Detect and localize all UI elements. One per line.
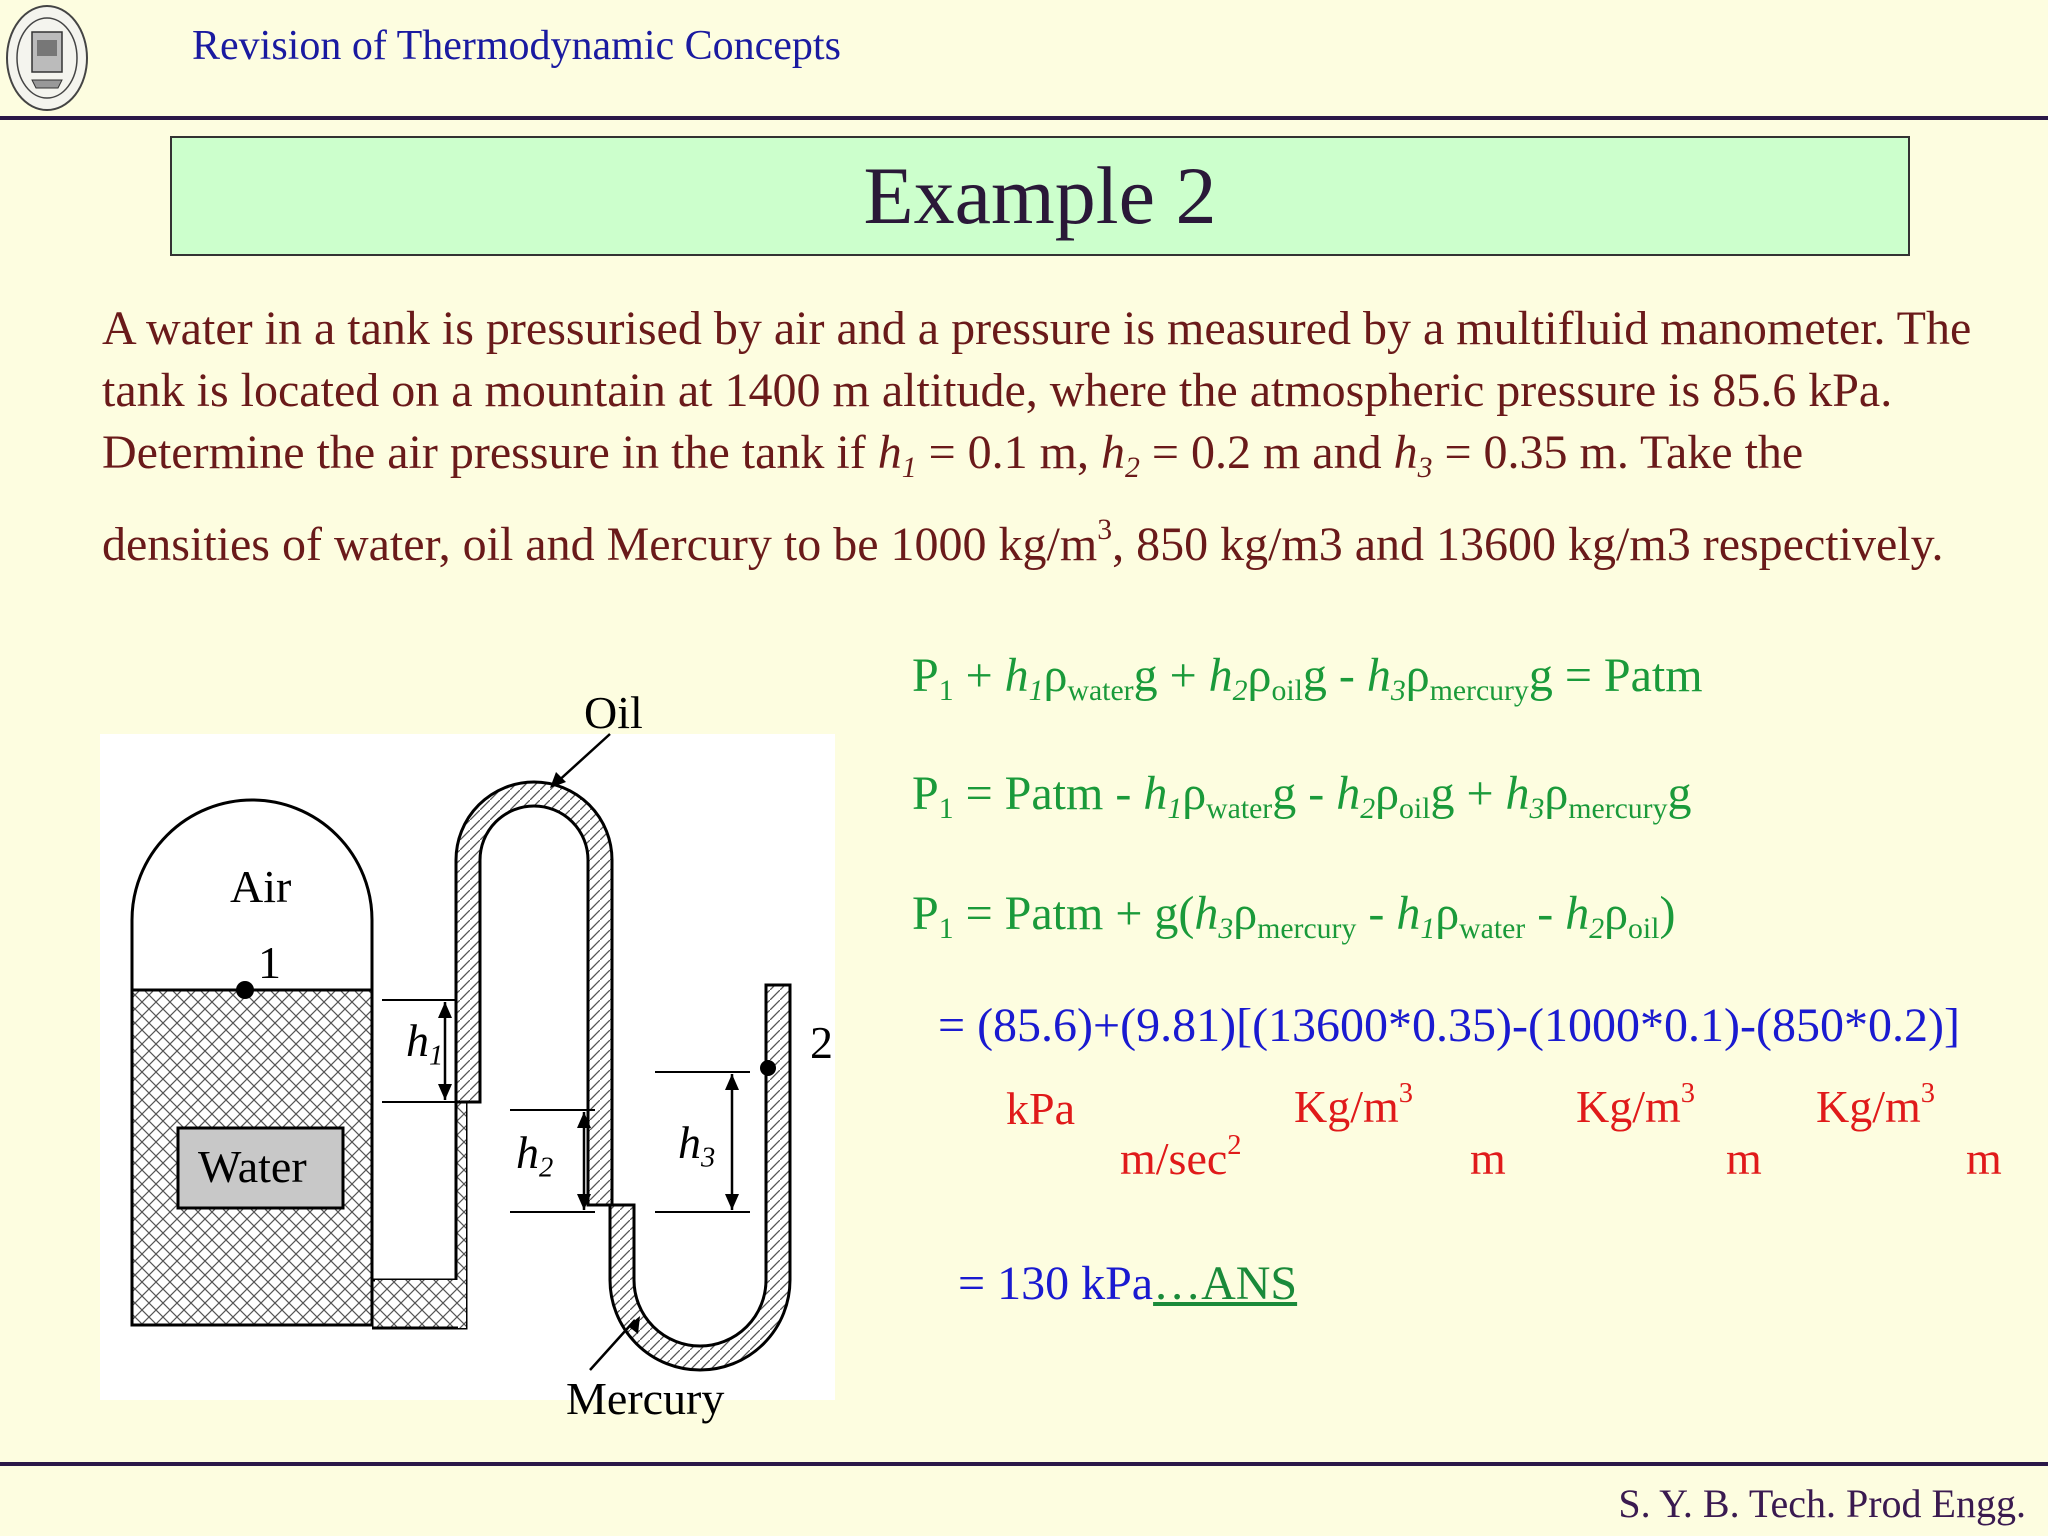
unit-m-2: m (1726, 1133, 1762, 1184)
unit-msec2: m/sec2 (1120, 1130, 1242, 1184)
manometer-diagram (100, 733, 835, 1400)
label-h1: h1 (406, 1015, 444, 1072)
label-h3: h3 (678, 1117, 716, 1174)
bottom-divider (0, 1462, 2048, 1466)
institute-seal-icon (6, 5, 88, 111)
label-point-2: 2 (810, 1017, 833, 1068)
top-divider (0, 116, 2048, 120)
label-oil: Oil (584, 687, 643, 738)
label-point-1: 1 (258, 937, 281, 988)
footer-text: S. Y. B. Tech. Prod Engg. (1618, 1481, 2026, 1526)
answer-tail: …ANS (1153, 1257, 1298, 1310)
calculation-line: = (85.6)+(9.81)[(13600*0.35)-(1000*0.1)-… (938, 999, 1960, 1052)
unit-kgm3-1: Kg/m3 (1294, 1078, 1414, 1132)
unit-kgm3-2: Kg/m3 (1576, 1078, 1696, 1132)
answer-value: = 130 kPa (958, 1257, 1154, 1310)
institute-logo (4, 2, 90, 114)
label-mercury: Mercury (566, 1373, 725, 1424)
unit-kgm3-3: Kg/m3 (1816, 1078, 1936, 1132)
unit-m-1: m (1470, 1133, 1506, 1184)
slide-title-box: Example 2 (170, 136, 1910, 256)
equation-1: P1 + h1ρwaterg + h2ρoilg - h3ρmercuryg =… (912, 649, 1703, 707)
problem-statement: A water in a tank is pressurised by air … (102, 302, 1972, 571)
unit-kpa: kPa (1006, 1083, 1075, 1134)
header-title: Revision of Thermodynamic Concepts (192, 23, 841, 69)
slide-title: Example 2 (863, 150, 1217, 241)
unit-m-3: m (1966, 1133, 2002, 1184)
equation-2: P1 = Patm - h1ρwaterg - h2ρoilg + h3ρmer… (912, 767, 1692, 825)
label-air: Air (230, 861, 292, 912)
label-water: Water (198, 1141, 307, 1192)
label-h2: h2 (516, 1127, 554, 1184)
answer-line: = 130 kPa…ANS (958, 1256, 1297, 1311)
equation-3: P1 = Patm + g(h3ρmercury - h1ρwater - h2… (912, 887, 1676, 945)
